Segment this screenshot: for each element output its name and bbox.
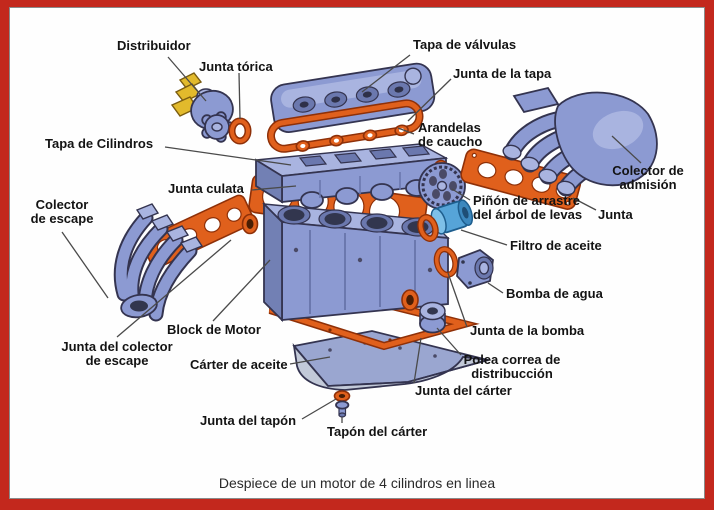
label-tapon-del-carter: Tapón del cárter [327,424,428,439]
label-distribuidor: Distribuidor [117,38,191,53]
label-carter-de-aceite: Cárter de aceite [190,357,288,372]
label-junta-torica: Junta tórica [199,59,273,74]
label-colector-de-escape: Colector de escape [30,197,94,226]
label-junta-del-tapon: Junta del tapón [200,413,297,428]
label-junta-de-la-bomba: Junta de la bomba [470,323,585,338]
label-junta-de-la-tapa: Junta de la tapa [453,66,552,81]
label-filtro-de-aceite: Filtro de aceite [510,238,602,253]
diagram-caption: Despiece de un motor de 4 cilindros en l… [218,475,496,491]
label-bomba-de-agua: Bomba de agua [506,286,603,301]
label-junta-del-colector-de-escape: Junta del colector de escape [61,339,173,368]
label-colector-de-admision: Colector de admisión [612,163,684,192]
label-tapa-de-cilindros: Tapa de Cilindros [45,136,154,151]
label-tapa-de-valvulas: Tapa de válvulas [413,37,517,52]
label-pinon-de-arrastre: Piñón de arrastre del árbol de levas [473,193,583,222]
label-junta-admision: Junta [598,207,633,222]
label-junta-culata: Junta culata [168,181,244,196]
label-arandelas-de-caucho: Arandelas de caucho [418,120,483,149]
label-block-de-motor: Block de Motor [167,322,261,337]
label-junta-del-carter: Junta del cárter [415,383,512,398]
label-polea-correa: Polea correa de distribucción [463,352,561,381]
